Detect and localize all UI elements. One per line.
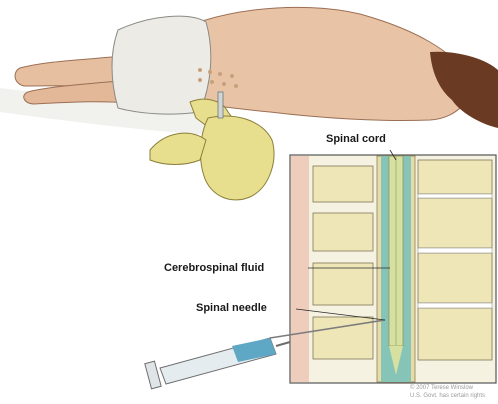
spine-cross-section xyxy=(290,155,496,383)
csf-label: Cerebrospinal fluid xyxy=(164,262,264,274)
credit-line-2: U.S. Govt. has certain rights xyxy=(410,393,485,399)
spinal-cord-label: Spinal cord xyxy=(326,133,386,145)
needle-label: Spinal needle xyxy=(196,302,267,314)
shorts xyxy=(112,16,211,114)
credit-line-1: © 2007 Terese Winslow xyxy=(410,385,473,391)
